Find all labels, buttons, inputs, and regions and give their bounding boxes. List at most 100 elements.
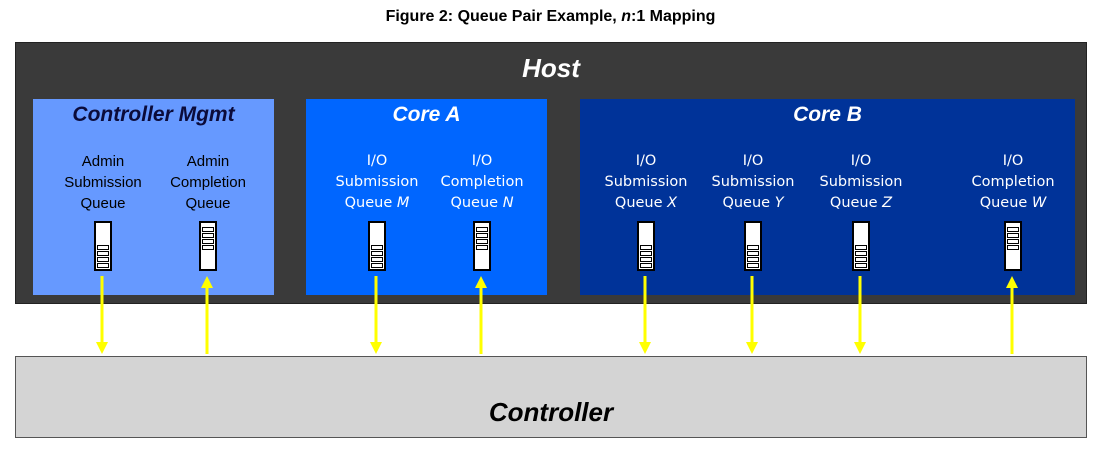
queue-slot <box>747 257 759 262</box>
queue-label-text: Submission <box>819 174 903 190</box>
queue-label-text: Queue <box>979 195 1028 211</box>
queue-slot <box>202 239 214 244</box>
queue-label-text: I/O <box>471 153 493 169</box>
arrow-head <box>746 342 758 354</box>
queue-slot <box>202 227 214 232</box>
queue-slot <box>747 251 759 256</box>
group-title-core-b: Core B <box>793 103 862 126</box>
queue-label-line: I/O <box>596 151 696 172</box>
queue-slot <box>1007 239 1019 244</box>
queue-label-line: Queue W <box>963 193 1063 214</box>
queue-variable: M <box>396 195 410 211</box>
queue-label-line: Admin <box>53 151 153 172</box>
arrow-head <box>639 342 651 354</box>
queue-slot <box>855 245 867 250</box>
queue-label-text: Submission <box>711 174 795 190</box>
queue-label-text: Completion <box>440 174 524 190</box>
queue-slot <box>747 263 759 268</box>
queue-label-text: I/O <box>635 153 657 169</box>
queue-label-text: I/O <box>850 153 872 169</box>
caption-italic: n <box>621 8 631 25</box>
queue-label-line: Submission <box>811 172 911 193</box>
queue-label-line: Completion <box>963 172 1063 193</box>
queue-slot <box>1007 233 1019 238</box>
submission-queue-icon <box>744 221 762 271</box>
queue-label-line: Queue Z <box>811 193 911 214</box>
arrow-head <box>370 342 382 354</box>
queue-slot <box>97 257 109 262</box>
queue-slot <box>371 251 383 256</box>
queue-variable: W <box>1031 195 1047 211</box>
queue-label-line: Submission <box>703 172 803 193</box>
queue-label-line: Admin <box>158 151 258 172</box>
queue-slot <box>1007 245 1019 250</box>
controller-box: Controller <box>15 356 1087 438</box>
queue-label-line: I/O <box>703 151 803 172</box>
queue-slot <box>476 227 488 232</box>
queue-label-text: Submission <box>335 174 419 190</box>
queue-label-text: Admin <box>186 153 230 170</box>
queue-label-line: I/O <box>811 151 911 172</box>
queue-slot <box>97 263 109 268</box>
controller-title: Controller <box>488 397 614 427</box>
queue-variable: X <box>667 195 678 211</box>
queue-variable: Y <box>774 195 784 211</box>
queue-label-text: Completion <box>971 174 1055 190</box>
queue-slot <box>476 239 488 244</box>
queue-label-line: Queue Y <box>703 193 803 214</box>
queue-label-text: Queue <box>614 195 663 211</box>
queue-slot <box>202 245 214 250</box>
queue-variable: Z <box>882 195 893 211</box>
queue-variable: N <box>502 195 514 211</box>
queue-slot <box>640 251 652 256</box>
arrow-head <box>1006 276 1018 288</box>
queue-label-text: I/O <box>1002 153 1024 169</box>
queue-label-line: I/O <box>432 151 532 172</box>
queue-label-text: I/O <box>742 153 764 169</box>
queue-slot <box>202 233 214 238</box>
queue-label-line: Completion <box>158 172 258 193</box>
queue-label-text: Submission <box>604 174 688 190</box>
submission-queue-icon <box>637 221 655 271</box>
group-title-core-a: Core A <box>392 103 461 126</box>
queue-label-line: Completion <box>432 172 532 193</box>
queue-label-text: I/O <box>366 153 388 169</box>
queue-slot <box>97 251 109 256</box>
queue-slot <box>371 257 383 262</box>
queue-label-line: Submission <box>53 172 153 193</box>
queue-label-text: Queue <box>829 195 878 211</box>
caption-suffix: :1 Mapping <box>630 8 716 25</box>
queue-label-text: Completion <box>170 174 246 191</box>
figure-caption: Figure 2: Queue Pair Example, n:1 Mappin… <box>0 8 1101 26</box>
queue-label-text: Queue <box>450 195 499 211</box>
queue-slot <box>640 245 652 250</box>
completion-queue-icon <box>1004 221 1022 271</box>
queue-slot <box>640 263 652 268</box>
queue-slot <box>371 263 383 268</box>
queue-label-text: Queue <box>80 195 126 212</box>
queue-label-line: Queue <box>53 193 153 214</box>
host-title: Host <box>522 53 580 83</box>
queue-slot <box>476 245 488 250</box>
submission-queue-icon <box>94 221 112 271</box>
queue-slot <box>476 233 488 238</box>
queue-label-text: Admin <box>81 153 125 170</box>
queue-label-line: Queue X <box>596 193 696 214</box>
queue-slot <box>855 251 867 256</box>
arrow-head <box>854 342 866 354</box>
caption-prefix: Figure 2: Queue Pair Example, <box>385 8 622 25</box>
queue-label-text: Queue <box>344 195 393 211</box>
queue-slot <box>747 245 759 250</box>
queue-label-line: Queue N <box>432 193 532 214</box>
